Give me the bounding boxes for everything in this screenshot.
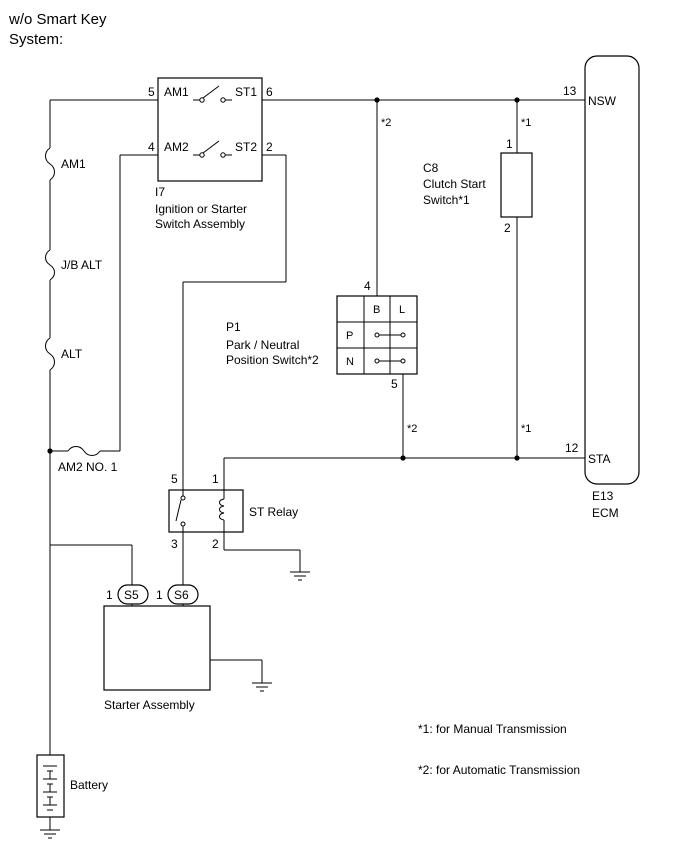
ignition-am1-label: AM1 <box>164 85 189 99</box>
starter-name: Starter Assembly <box>104 698 195 712</box>
title-line-2: System: <box>9 31 63 48</box>
starter-s5-pin: 1 <box>106 588 113 602</box>
relay-pin-1: 1 <box>212 472 219 486</box>
clutch-name-line-2: Switch*1 <box>423 193 470 207</box>
starter-s6-label: S6 <box>174 588 189 602</box>
clutch-pin-1: 1 <box>506 137 513 151</box>
starter-s6-pin: 1 <box>156 588 163 602</box>
ignition-name-line-2: Switch Assembly <box>155 217 245 231</box>
starter-s5-label: S5 <box>124 588 139 602</box>
ecm-name: ECM <box>592 506 619 520</box>
ecm-pin-13: 13 <box>563 84 577 98</box>
clutch-pin-2: 2 <box>504 221 511 235</box>
pnp-pin-4: 4 <box>364 279 371 293</box>
ignition-am2-label: AM2 <box>164 140 189 154</box>
ignition-pin-6: 6 <box>266 85 273 99</box>
ecm: 13 NSW 12 STA E13 ECM <box>563 55 640 520</box>
ground-icon <box>252 682 272 692</box>
fuse-alt: ALT <box>45 337 83 371</box>
ignition-switch: 5 AM1 ST1 6 4 AM2 ST2 2 I7 Ignition or S… <box>148 77 273 231</box>
pnp-pin-5: 5 <box>391 377 398 391</box>
junction-dots <box>47 97 520 461</box>
ignition-pin-4: 4 <box>148 140 155 154</box>
ignition-pin-2: 2 <box>266 140 273 154</box>
ignition-st1-label: ST1 <box>235 85 257 99</box>
pnp-col-b: B <box>373 304 380 316</box>
clutch-start-switch: 1 2 C8 Clutch Start Switch*1 <box>423 137 533 235</box>
pnp-row-p: P <box>346 330 353 342</box>
mark-1-clutch-bottom: *1 <box>521 423 531 435</box>
pnp-row-n: N <box>346 356 354 368</box>
wires <box>49 99 585 830</box>
fuse-jb-alt: J/B ALT <box>45 249 103 281</box>
ignition-st2-label: ST2 <box>235 140 257 154</box>
mark-1-clutch-top: *1 <box>521 117 531 129</box>
fuse-am1-label: AM1 <box>61 157 86 171</box>
title-line-1: w/o Smart Key <box>8 11 107 28</box>
ignition-code: I7 <box>155 185 165 199</box>
pnp-name-line-1: Park / Neutral <box>226 338 299 352</box>
park-neutral-switch: B L P N 4 5 P1 Park / Neutral Position S… <box>226 279 418 391</box>
mark-2-pnp-bottom: *2 <box>407 423 417 435</box>
ground-icon <box>40 829 60 839</box>
note-manual-transmission: *1: for Manual Transmission <box>418 722 567 736</box>
pnp-name-line-2: Position Switch*2 <box>226 353 319 367</box>
ground-icon <box>290 571 310 581</box>
fuse-am2-no1: AM2 NO. 1 <box>58 446 118 474</box>
ecm-nsw-label: NSW <box>588 94 617 108</box>
ecm-sta-label: STA <box>588 452 610 466</box>
fuse-am2-no1-label: AM2 NO. 1 <box>58 460 118 474</box>
note-automatic-transmission: *2: for Automatic Transmission <box>418 763 580 777</box>
ignition-name-line-1: Ignition or Starter <box>155 202 247 216</box>
battery-name: Battery <box>70 778 108 792</box>
fuse-jb-alt-label: J/B ALT <box>61 258 103 272</box>
starter-assembly: S5 S6 1 1 Starter Assembly <box>103 584 211 712</box>
ignition-pin-5: 5 <box>148 85 155 99</box>
mark-2-pnp-top: *2 <box>381 117 391 129</box>
st-relay: 5 1 3 2 ST Relay <box>168 472 298 551</box>
relay-pin-5: 5 <box>171 472 178 486</box>
ecm-code: E13 <box>592 489 614 503</box>
relay-pin-2: 2 <box>212 537 219 551</box>
pnp-col-l: L <box>399 304 405 316</box>
clutch-code: C8 <box>423 161 439 175</box>
relay-pin-3: 3 <box>171 537 178 551</box>
relay-name: ST Relay <box>249 505 298 519</box>
fuse-alt-label: ALT <box>61 347 83 361</box>
pnp-code: P1 <box>226 320 241 334</box>
fuse-am1: AM1 <box>45 147 86 181</box>
clutch-name-line-1: Clutch Start <box>423 177 486 191</box>
ecm-pin-12: 12 <box>565 441 579 455</box>
battery: Battery <box>36 754 108 818</box>
